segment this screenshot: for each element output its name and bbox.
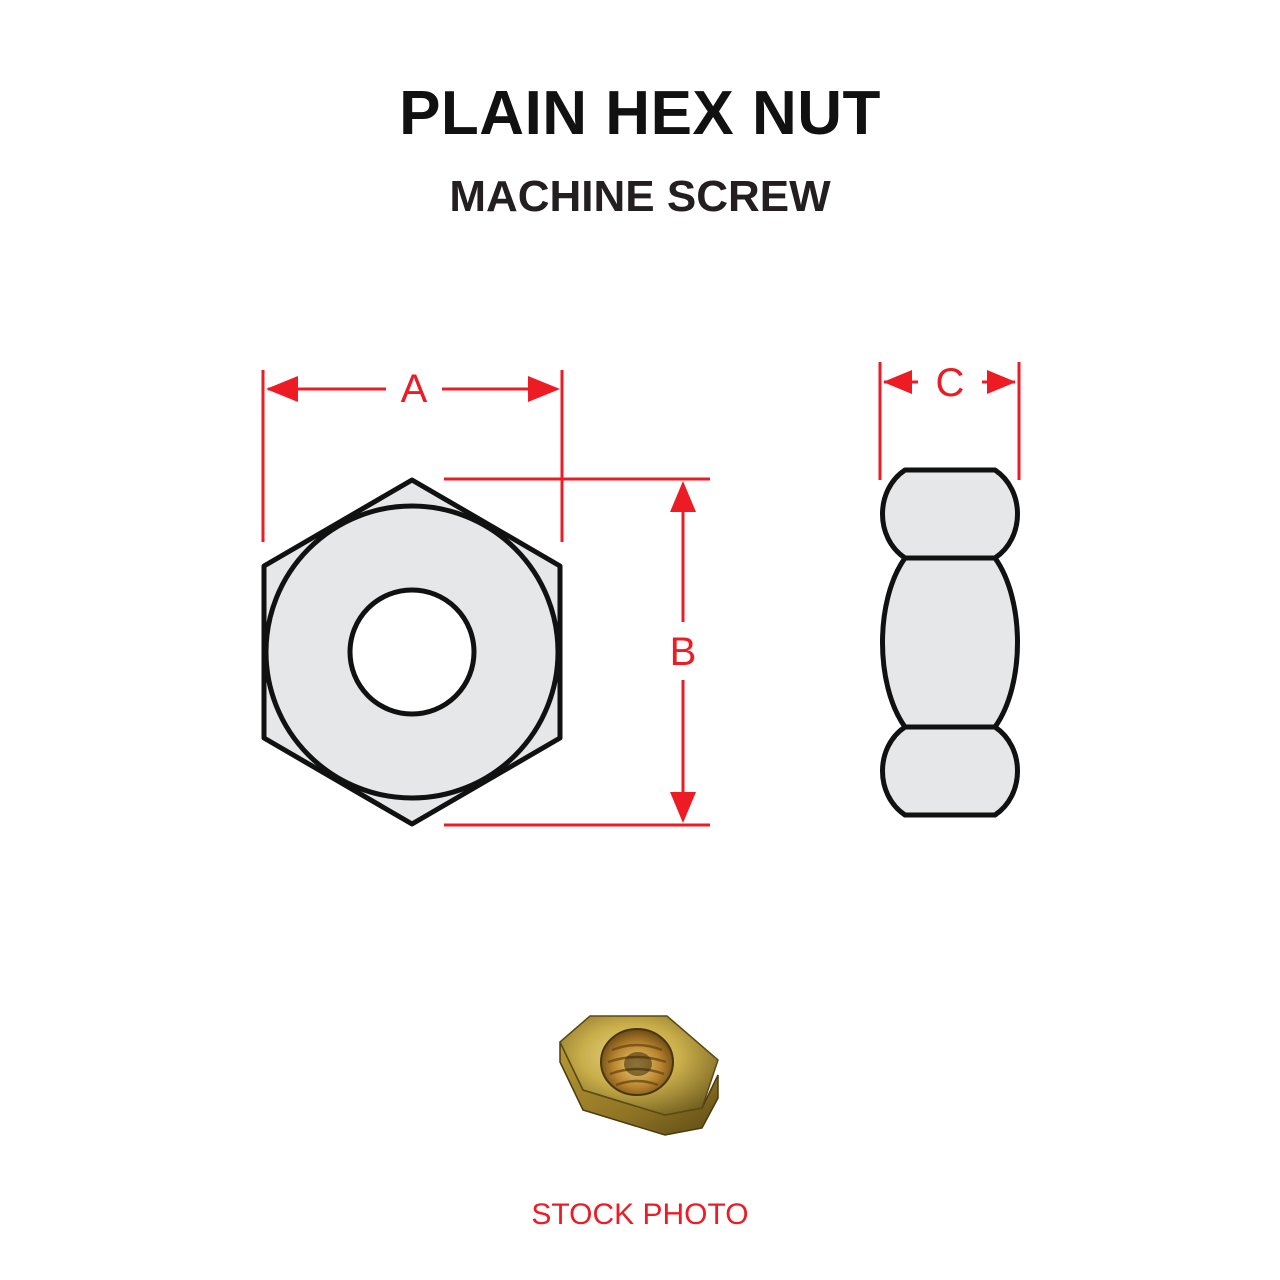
stock-photo-hex-nut-icon: [559, 1015, 719, 1136]
front-view-hex-nut-icon: [261, 477, 563, 827]
bore-hole: [347, 587, 477, 717]
dimension-a-label: A: [401, 367, 428, 411]
dimension-c: C: [878, 361, 1021, 480]
side-top-facet: [880, 467, 1020, 561]
dimension-c-label: C: [936, 361, 965, 405]
side-middle-facet: [880, 555, 1020, 730]
dimension-b: B: [444, 477, 710, 827]
side-view-hex-nut-icon: [880, 467, 1020, 818]
stock-photo-caption: STOCK PHOTO: [531, 1198, 749, 1231]
side-bottom-facet: [880, 724, 1020, 818]
dimension-a: A: [261, 367, 564, 542]
page-title: PLAIN HEX NUT: [399, 79, 881, 148]
dimension-b-label: B: [670, 630, 697, 674]
page-subtitle: MACHINE SCREW: [449, 172, 831, 221]
